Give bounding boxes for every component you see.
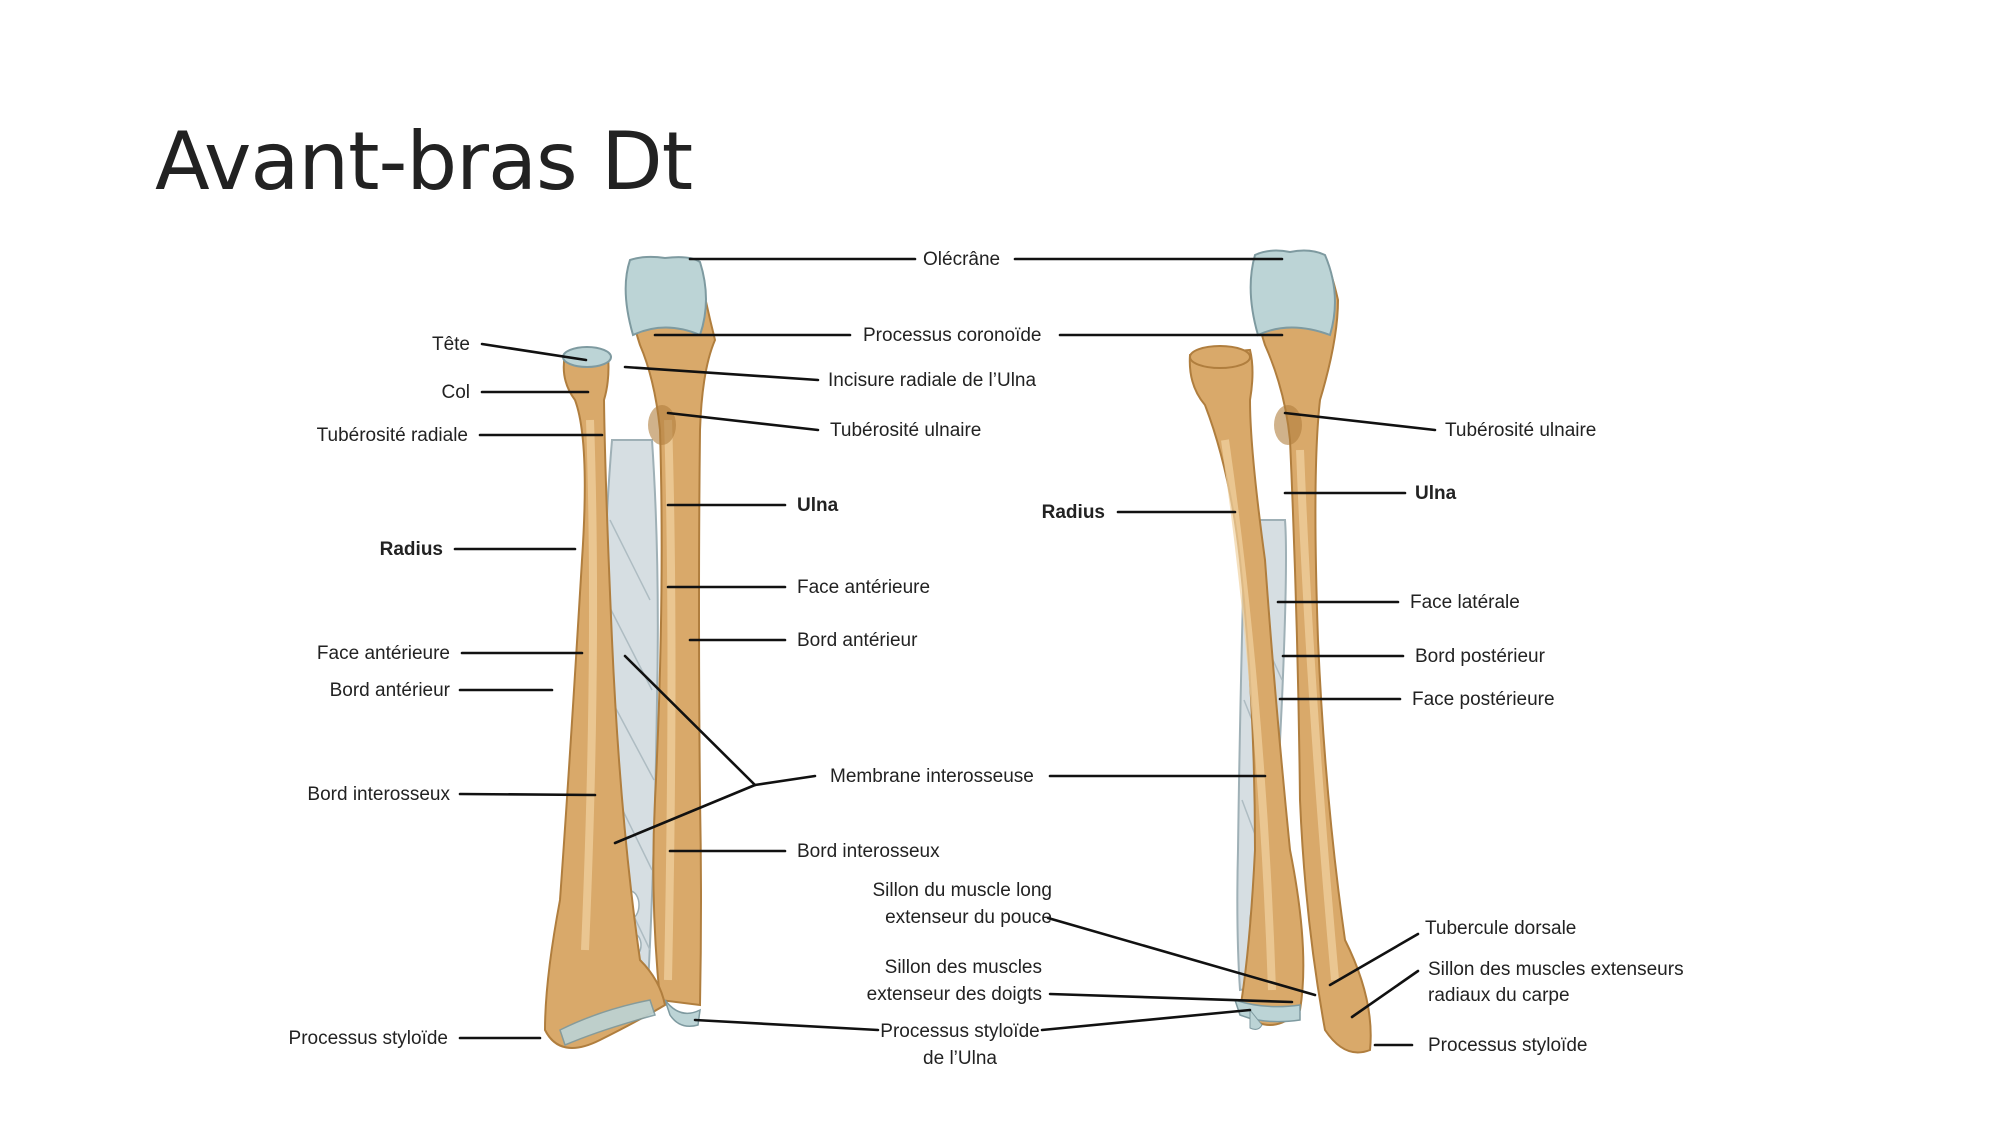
label-radius-left: Radius <box>380 539 443 560</box>
label-processus-styloide-ulna-line2: de l’Ulna <box>923 1048 997 1069</box>
label-face-laterale: Face latérale <box>1410 592 1520 613</box>
label-olecrane: Olécrâne <box>923 249 1000 270</box>
olecranon-cartilage-posterior <box>1249 249 1336 337</box>
label-tete: Tête <box>432 334 470 355</box>
label-bord-anterieur-ulna: Bord antérieur <box>797 630 918 651</box>
label-tuberosite-radiale: Tubérosité radiale <box>317 425 468 446</box>
posterior-view-illustration <box>1188 249 1372 1054</box>
olecranon-cartilage-anterior <box>624 255 707 337</box>
label-sillon-carpe-line1: Sillon des muscles extenseurs <box>1428 959 1684 980</box>
radial-head-posterior <box>1189 345 1251 369</box>
labels: Olécrâne Processus coronoïde Tête Col In… <box>289 249 1684 1069</box>
label-col: Col <box>441 382 470 403</box>
label-ulna-right: Ulna <box>1415 483 1457 504</box>
slide-title: Avant-bras Dt <box>155 115 693 208</box>
label-face-anterieure-ulna: Face antérieure <box>797 577 930 598</box>
label-sillon-long-extenseur-line1: Sillon du muscle long <box>872 880 1052 901</box>
label-face-anterieure-radius: Face antérieure <box>317 643 450 664</box>
label-tuberosite-ulnaire-right: Tubérosité ulnaire <box>1445 420 1596 441</box>
anterior-view-illustration <box>543 255 717 1049</box>
label-processus-styloide-right: Processus styloïde <box>1428 1035 1587 1056</box>
label-sillon-doigts-line2: extenseur des doigts <box>867 984 1042 1005</box>
label-processus-styloide-radius: Processus styloïde <box>289 1028 448 1049</box>
label-sillon-carpe-line2: radiaux du carpe <box>1428 985 1570 1006</box>
label-ulna-left: Ulna <box>797 495 839 516</box>
label-radius-right: Radius <box>1042 502 1105 523</box>
leader-lines <box>453 257 1437 1047</box>
label-face-posterieure: Face postérieure <box>1412 689 1555 710</box>
label-membrane-interosseuse: Membrane interosseuse <box>830 766 1034 787</box>
label-tuberosite-ulnaire-left: Tubérosité ulnaire <box>830 420 981 441</box>
label-processus-coronoide: Processus coronoïde <box>863 325 1042 346</box>
radius-bone-anterior <box>543 354 667 1049</box>
label-tubercule-dorsal: Tubercule dorsale <box>1425 918 1576 939</box>
label-sillon-doigts-line1: Sillon des muscles <box>885 957 1042 978</box>
label-incisure-radiale: Incisure radiale de l’Ulna <box>828 370 1036 391</box>
label-bord-interosseux-ulna: Bord interosseux <box>797 841 940 862</box>
label-bord-interosseux-radius: Bord interosseux <box>307 784 450 805</box>
label-bord-posterieur: Bord postérieur <box>1415 646 1546 667</box>
label-sillon-long-extenseur-line2: extenseur du pouce <box>885 907 1052 928</box>
label-processus-styloide-ulna-line1: Processus styloïde <box>880 1021 1039 1042</box>
label-bord-anterieur-radius: Bord antérieur <box>330 680 451 701</box>
